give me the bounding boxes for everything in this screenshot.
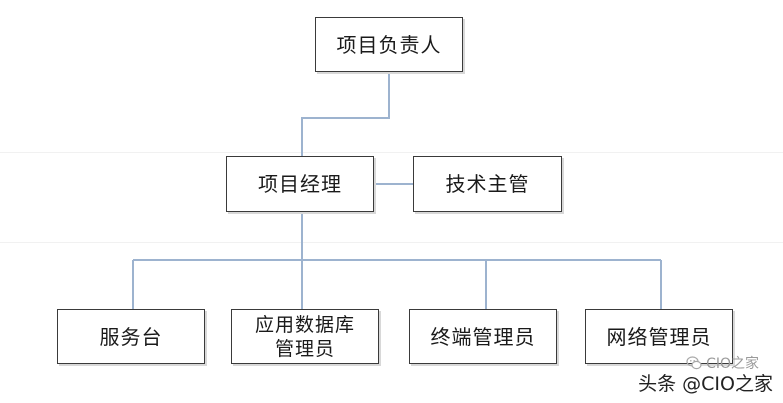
- wechat-watermark-text: CIO之家: [706, 356, 759, 372]
- toutiao-watermark-text: 头条 @CIO之家: [638, 373, 773, 395]
- node-label: 技术主管: [445, 172, 530, 196]
- node-app-db-admin: 应用数据库 管理员: [231, 309, 379, 364]
- node-project-manager: 项目经理: [226, 156, 374, 212]
- node-label: 终端管理员: [430, 324, 536, 349]
- node-project-leader: 项目负责人: [315, 17, 463, 72]
- background-rule: [0, 152, 783, 153]
- node-label: 应用数据库 管理员: [254, 313, 355, 360]
- node-network-admin: 网络管理员: [585, 309, 733, 364]
- wechat-watermark: CIO之家: [686, 353, 759, 373]
- wechat-icon: [686, 356, 702, 370]
- node-label: 服务台: [99, 324, 163, 349]
- node-label: 项目经理: [258, 172, 342, 196]
- connector-leader-to-manager: [301, 72, 390, 156]
- node-tech-supervisor: 技术主管: [413, 156, 562, 212]
- watermark: CIO之家 头条 @CIO之家: [638, 353, 773, 395]
- background-rule: [0, 242, 783, 243]
- node-label: 项目负责人: [336, 32, 442, 57]
- node-label: 网络管理员: [606, 324, 712, 349]
- node-terminal-admin: 终端管理员: [409, 309, 557, 364]
- node-service-desk: 服务台: [57, 309, 205, 364]
